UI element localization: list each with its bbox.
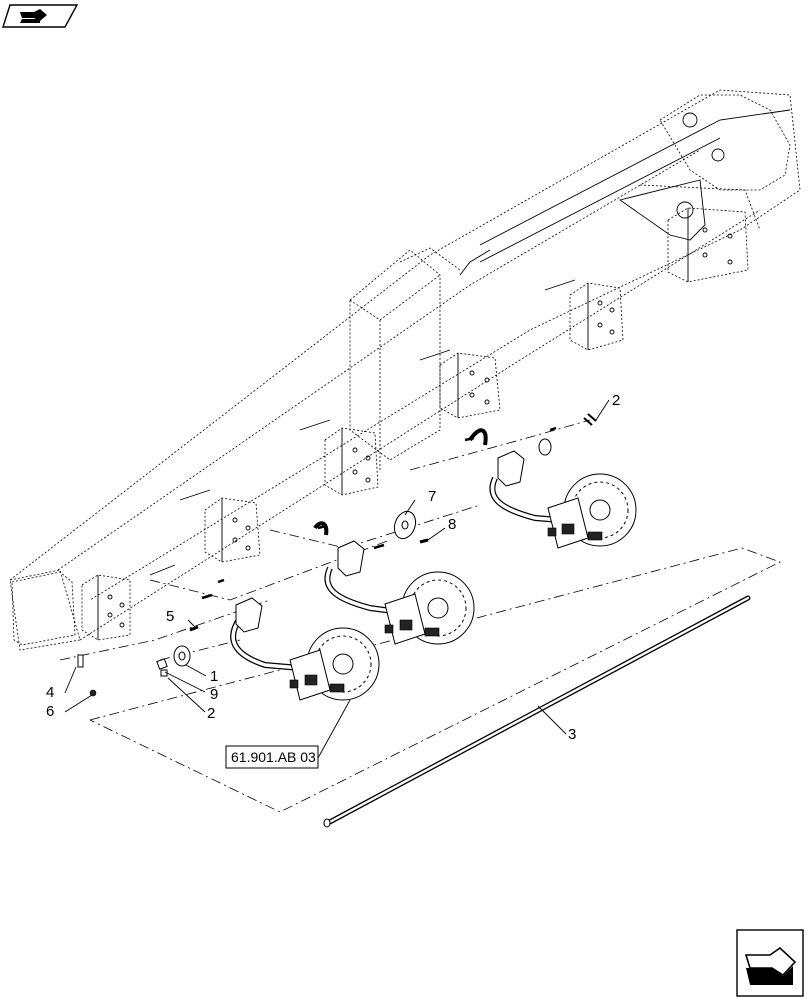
seed-meter-unit [230, 597, 380, 701]
callout-7: 7 [428, 488, 436, 505]
bracket [667, 207, 749, 283]
callout-9: 9 [210, 686, 218, 703]
hardware [77, 413, 597, 697]
callout-6: 6 [46, 703, 54, 720]
bracket [439, 352, 501, 419]
seed-meter-unit [489, 450, 637, 549]
callout-1: 1 [210, 668, 218, 685]
assembly-lines [59, 419, 782, 813]
callout-3: 3 [568, 726, 576, 743]
bracket [569, 282, 624, 351]
bracket [324, 427, 379, 496]
reference-box[interactable]: 61.901.AB 03 [225, 745, 319, 769]
toolbar-frame [9, 89, 801, 651]
drive-shaft [323, 595, 751, 828]
reference-label: 61.901.AB 03 [231, 749, 316, 765]
leader-lines [64, 399, 610, 759]
callout-4: 4 [46, 684, 54, 701]
seed-meter-unit [324, 540, 475, 645]
book-back-icon[interactable] [2, 4, 79, 28]
callout-8: 8 [448, 516, 456, 533]
next-page-icon[interactable] [736, 929, 804, 997]
bracket [204, 497, 261, 563]
callout-5: 5 [166, 608, 174, 625]
callout-2: 2 [207, 705, 215, 722]
bracket [81, 574, 131, 641]
row-brackets [81, 207, 749, 641]
callout-2: 2 [612, 392, 620, 409]
